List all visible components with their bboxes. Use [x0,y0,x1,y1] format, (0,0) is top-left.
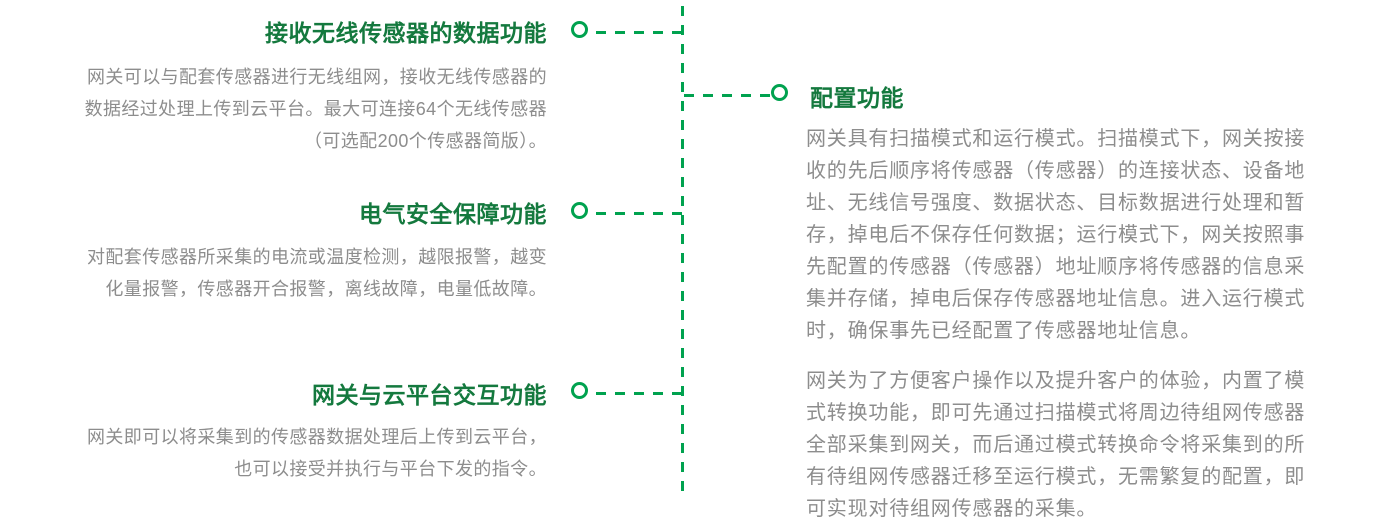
timeline-node-circle-icon [771,84,788,101]
feature-description-electrical-safety: 对配套传感器所采集的电流或温度检测，越限报警，越变 化量报警，传感器开合报警，离… [87,247,547,299]
feature-title-cloud-interaction: 网关与云平台交互功能 [312,382,547,408]
vertical-dashed-timeline-icon [681,6,684,497]
dashed-connector-icon [596,392,682,395]
dashed-connector-icon [596,31,682,34]
feature-description-receive-sensor-data: 网关可以与配套传感器进行无线组网，接收无线传感器的 数据经过处理上传到云平台。最… [84,67,547,151]
feature-title-electrical-safety: 电气安全保障功能 [359,201,547,227]
feature-description-configuration-modes: 网关具有扫描模式和运行模式。扫描模式下，网关按接 收的先后顺序将传感器（传感器）… [806,128,1306,342]
dashed-connector-icon [684,94,770,97]
feature-title-receive-sensor-data: 接收无线传感器的数据功能 [265,20,547,46]
dashed-connector-icon [596,212,682,215]
feature-description-configuration-mode-switch: 网关为了方便客户操作以及提升客户的体验，内置了模 式转换功能，即可先通过扫描模式… [806,370,1306,519]
timeline-node-circle-icon [571,202,588,219]
feature-description-cloud-interaction: 网关即可以将采集到的传感器数据处理后上传到云平台， 也可以接受并执行与平台下发的… [87,427,547,479]
feature-title-configuration: 配置功能 [810,85,904,111]
timeline-node-circle-icon [571,21,588,38]
timeline-node-circle-icon [571,382,588,399]
